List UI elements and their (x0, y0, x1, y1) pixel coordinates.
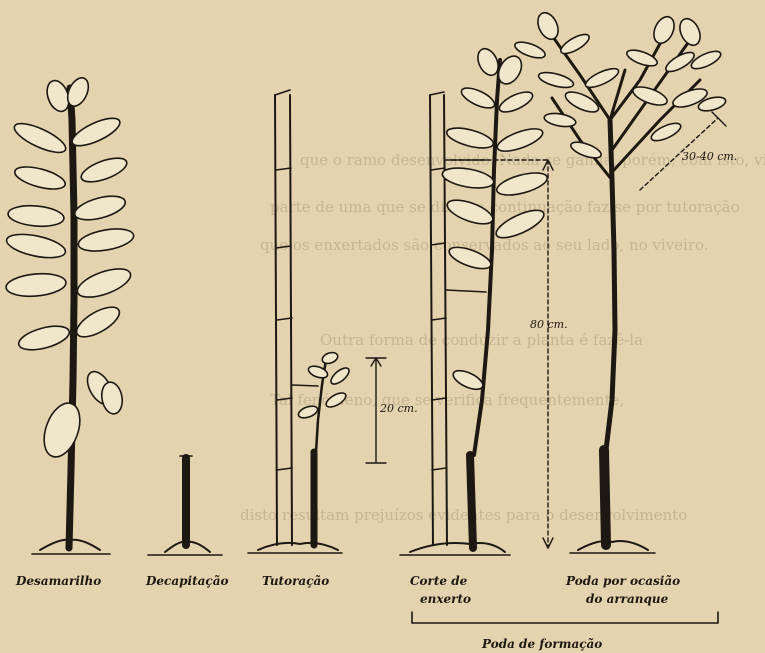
group-bracket-poda-formacao: Poda de formação (412, 612, 718, 651)
label-desamarilho: Desamarilho (15, 574, 101, 588)
label-tutoracao: Tutoração (262, 574, 329, 588)
plant-decapitacao (148, 456, 222, 555)
plant-desamarilho (5, 75, 136, 554)
measurement-80cm: 80 cm. (530, 318, 568, 331)
bleed-line: Outra forma de conduzir a planta é fazê-… (320, 331, 643, 349)
measurement-30-40cm: 30-40 cm. (682, 150, 737, 163)
label-corte-enxerto-1: Corte de (410, 574, 468, 588)
label-poda-formacao: Poda de formação (481, 637, 602, 651)
bleed-line: parte de uma que se diz, e a continuação… (270, 198, 740, 216)
label-decapitacao: Decapitação (145, 574, 228, 588)
plant-poda-arranque: 30-40 cm. (513, 10, 737, 553)
label-poda-arranque-2: do arranque (586, 592, 669, 606)
label-poda-arranque-1: Poda por ocasião (565, 574, 680, 588)
panel-labels: Desamarilho Decapitação Tutoração Corte … (15, 574, 680, 606)
measurement-20cm: 20 cm. (379, 402, 418, 415)
bleed-line: Tal fenómeno, que se verifica frequentem… (270, 391, 624, 409)
bleed-line: que os enxertados são conservados ao seu… (260, 236, 709, 254)
background-bleed-text: que o ramo desenvolvido. Nada se ganha, … (240, 151, 765, 524)
bleed-line: disto resultam prejuízos evidentes para … (240, 506, 687, 524)
label-corte-enxerto-2: enxerto (420, 592, 471, 606)
plant-corte-enxerto: 80 cm. (400, 46, 568, 555)
